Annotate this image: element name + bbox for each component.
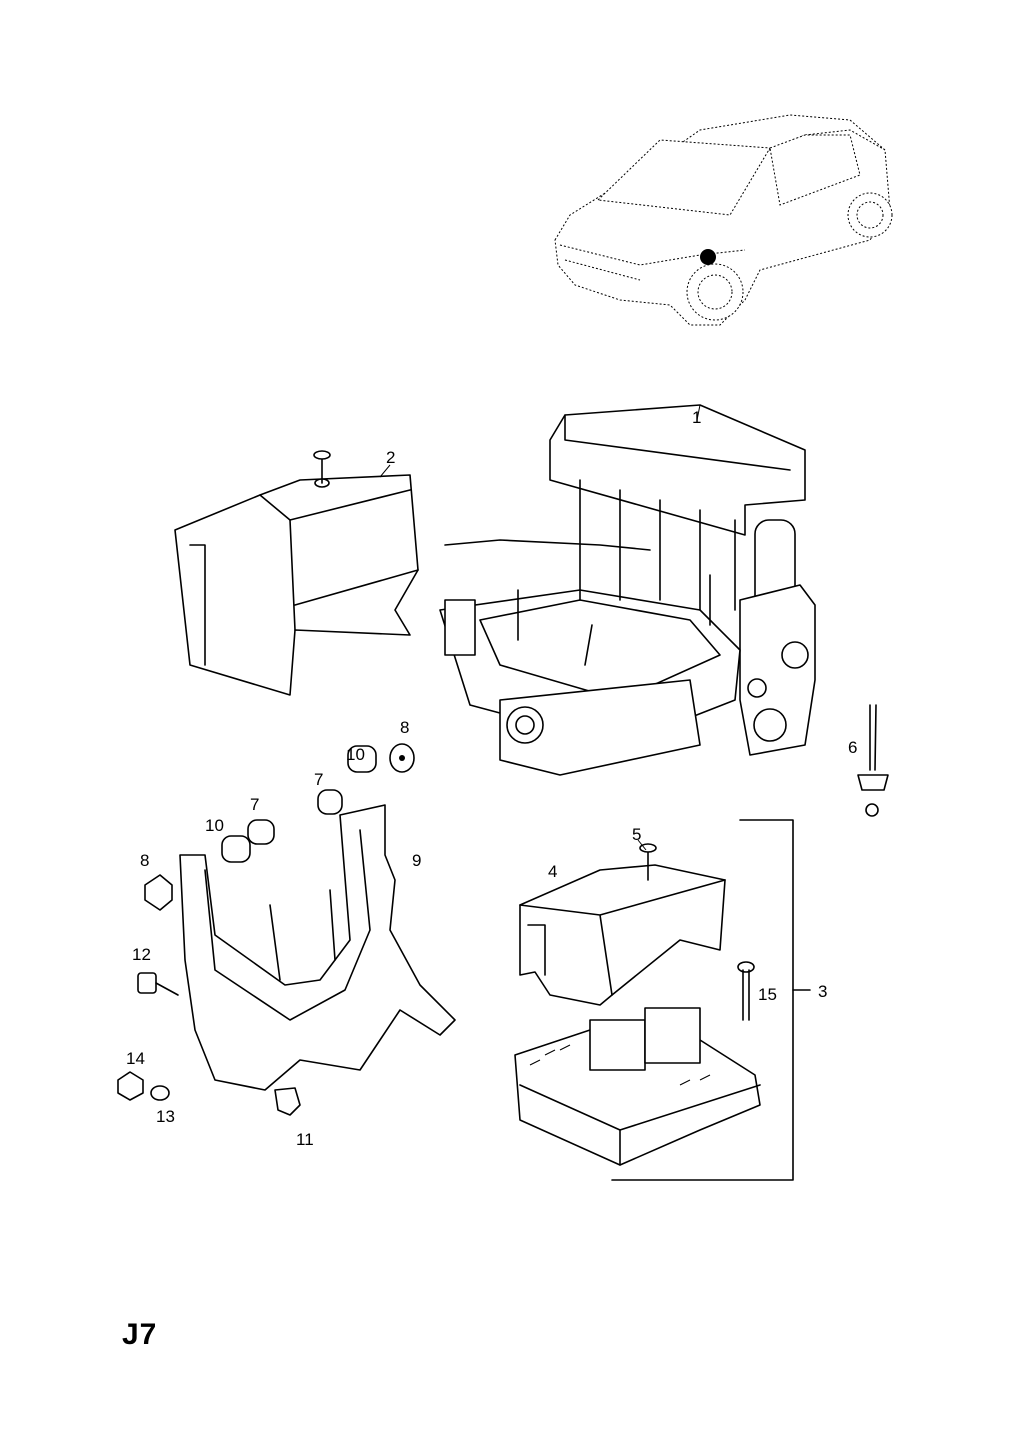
callout-2: 2 xyxy=(386,448,395,467)
callout-14: 14 xyxy=(126,1049,145,1068)
mounting-pin xyxy=(857,704,889,817)
callout-11: 11 xyxy=(296,1130,314,1149)
callout-1: 1 xyxy=(692,408,701,427)
callout-9: 9 xyxy=(412,851,421,870)
clip-11 xyxy=(274,1087,301,1116)
modulator-cover xyxy=(174,450,419,696)
callout-10a: 10 xyxy=(346,745,365,764)
callout-7a: 7 xyxy=(314,770,323,789)
nut-8b xyxy=(144,874,173,911)
assembly-3-bracket xyxy=(611,819,811,1181)
washer-13 xyxy=(150,1085,170,1101)
callout-5: 5 xyxy=(632,825,641,844)
location-marker xyxy=(700,249,716,265)
callout-12: 12 xyxy=(132,945,151,964)
callout-labels: 1 2 3 4 5 6 7 7 8 8 9 10 10 11 12 13 14 … xyxy=(126,408,857,1149)
control-unit-base xyxy=(514,1007,761,1166)
vehicle-location-illustration xyxy=(554,114,893,326)
screw-15 xyxy=(737,961,755,1021)
callout-7b: 7 xyxy=(250,795,259,814)
mounting-bracket xyxy=(179,804,456,1091)
callout-8b: 8 xyxy=(140,851,149,870)
leader-lines xyxy=(379,404,701,851)
grommet-10a xyxy=(347,745,377,773)
callout-3: 3 xyxy=(818,982,827,1001)
bush-7b xyxy=(247,819,275,845)
page-code: J7 xyxy=(122,1318,158,1351)
bush-7a xyxy=(317,789,343,815)
grommet-10b xyxy=(221,835,251,863)
hydraulic-modulator-unit xyxy=(439,404,816,776)
callout-13: 13 xyxy=(156,1107,175,1126)
callout-10b: 10 xyxy=(205,816,224,835)
control-unit-cover xyxy=(519,843,726,1006)
nut-14 xyxy=(117,1071,144,1101)
bolt-12 xyxy=(137,972,157,994)
callout-8a: 8 xyxy=(400,718,409,737)
callout-15: 15 xyxy=(758,985,777,1004)
callout-4: 4 xyxy=(548,862,557,881)
small-parts xyxy=(117,743,415,1116)
callout-6: 6 xyxy=(848,738,857,757)
